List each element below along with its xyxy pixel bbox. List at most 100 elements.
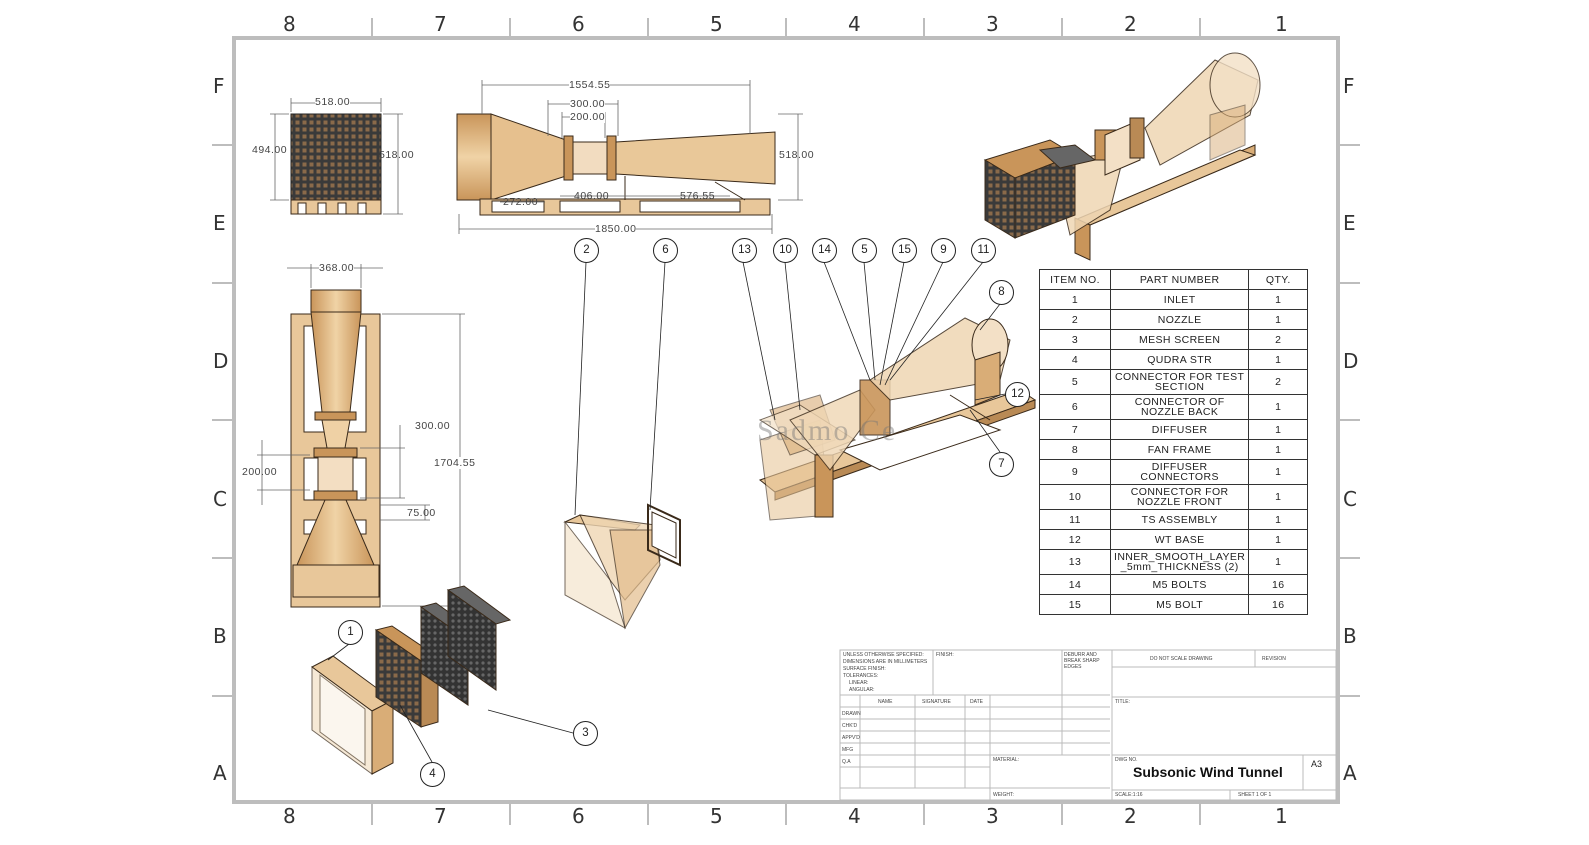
dim-test-section-inner: 200.00 (570, 111, 606, 123)
zone-row-c-left: C (213, 487, 227, 511)
balloon-13: 13 (732, 238, 757, 263)
bom-part: DIFFUSER (1109, 419, 1250, 440)
zone-row-f-right: F (1343, 74, 1355, 98)
balloon-9: 9 (931, 238, 956, 263)
tb-dwg-no: DWG NO. (1115, 757, 1138, 763)
bom-part: MESH SCREEN (1109, 329, 1250, 350)
tb-col-name: NAME (878, 699, 893, 705)
dim-test-section-outer: 300.00 (570, 98, 606, 110)
bom-qty: 2 (1248, 329, 1309, 350)
dim-plan-inner: 200.00 (242, 466, 278, 478)
bom-item: 8 (1039, 439, 1111, 460)
dim-diffuser-height: 518.00 (779, 149, 815, 161)
bom-qty: 1 (1248, 484, 1309, 510)
balloon-15: 15 (892, 238, 917, 263)
bom-item: 5 (1039, 369, 1111, 395)
zone-row-c-right: C (1343, 487, 1357, 511)
bom-part: M5 BOLT (1109, 594, 1250, 615)
tb-col-signature: SIGNATURE (922, 699, 951, 705)
balloon-8: 8 (989, 280, 1014, 305)
tb-row-approved: APPV'D (842, 735, 860, 741)
isometric-assembly-center (758, 317, 1037, 521)
dim-nozzle-base: 272.00 (503, 196, 539, 208)
bom-qty: 1 (1248, 289, 1309, 310)
tb-note: LINEAR: (849, 680, 869, 686)
bom-item: 15 (1039, 594, 1111, 615)
bom-part: TS ASSEMBLY (1109, 509, 1250, 530)
balloon-3: 3 (573, 721, 598, 746)
zone-col-5-bottom: 5 (710, 804, 723, 828)
zone-col-5-top: 5 (710, 12, 723, 36)
bom-part: WT BASE (1109, 529, 1250, 550)
tb-note: TOLERANCES: (843, 673, 879, 679)
zone-col-2-bottom: 2 (1124, 804, 1137, 828)
zone-row-e-right: E (1343, 211, 1356, 235)
sheet-border (232, 36, 1340, 804)
bom-qty: 2 (1248, 369, 1309, 395)
tb-finish: FINISH: (936, 652, 954, 658)
tb-row-mfg: MFG (842, 747, 854, 753)
dim-plan-inlet-width: 368.00 (319, 262, 355, 274)
dim-plan-section: 300.00 (415, 420, 451, 432)
bom-part: INLET (1109, 289, 1250, 310)
zone-col-3-top: 3 (986, 12, 999, 36)
balloon-4: 4 (420, 762, 445, 787)
dim-inlet-width: 518.00 (315, 96, 351, 108)
bom-qty: 16 (1248, 594, 1309, 615)
bom-qty: 16 (1248, 574, 1309, 595)
balloon-10: 10 (773, 238, 798, 263)
tb-row-checked: CHK'D (842, 723, 858, 729)
zone-col-7-top: 7 (434, 12, 447, 36)
inlet-front-view (290, 113, 382, 215)
dim-plan-length: 1704.55 (434, 457, 476, 469)
bom-item: 3 (1039, 329, 1111, 350)
zone-row-d-left: D (213, 349, 229, 373)
zone-col-8-bottom: 8 (283, 804, 296, 828)
zone-col-6-top: 6 (572, 12, 585, 36)
bom-qty: 1 (1248, 394, 1309, 420)
bom-part: FAN FRAME (1109, 439, 1250, 460)
bom-qty: 1 (1248, 309, 1309, 330)
bom-header-qty: QTY. (1248, 269, 1309, 290)
zone-col-1-top: 1 (1275, 12, 1288, 36)
dim-base-length: 1850.00 (595, 223, 637, 235)
plan-view (290, 289, 381, 608)
bom-part: CONNECTOR FOR NOZZLE FRONT (1109, 484, 1250, 510)
balloon-6: 6 (653, 238, 678, 263)
bom-part: QUDRA STR (1109, 349, 1250, 370)
zone-row-a-left: A (213, 761, 227, 785)
bom-header-row: ITEM NO. PART NUMBER QTY. (1039, 269, 1309, 290)
zone-col-4-top: 4 (848, 12, 861, 36)
bom-item: 9 (1039, 459, 1111, 485)
zone-col-7-bottom: 7 (434, 804, 447, 828)
tb-sheet: SHEET 1 OF 1 (1238, 792, 1272, 798)
zone-row-a-right: A (1343, 761, 1357, 785)
zone-row-b-left: B (213, 624, 227, 648)
zone-ticks (212, 18, 1360, 825)
drawing-title: Subsonic Wind Tunnel (1133, 764, 1283, 780)
balloon-11: 11 (971, 238, 996, 263)
bom-item: 13 (1039, 549, 1111, 575)
zone-col-4-bottom: 4 (848, 804, 861, 828)
tb-do-not-scale: DO NOT SCALE DRAWING (1150, 656, 1213, 662)
tb-note: SURFACE FINISH: (843, 666, 886, 672)
plan-view-dim-lines (257, 264, 465, 607)
tb-row-drawn: DRAWN (842, 711, 861, 717)
bom-item: 10 (1039, 484, 1111, 510)
balloon-7: 7 (989, 452, 1014, 477)
dim-diffuser-base: 576.55 (680, 190, 716, 202)
zone-row-b-right: B (1343, 624, 1357, 648)
